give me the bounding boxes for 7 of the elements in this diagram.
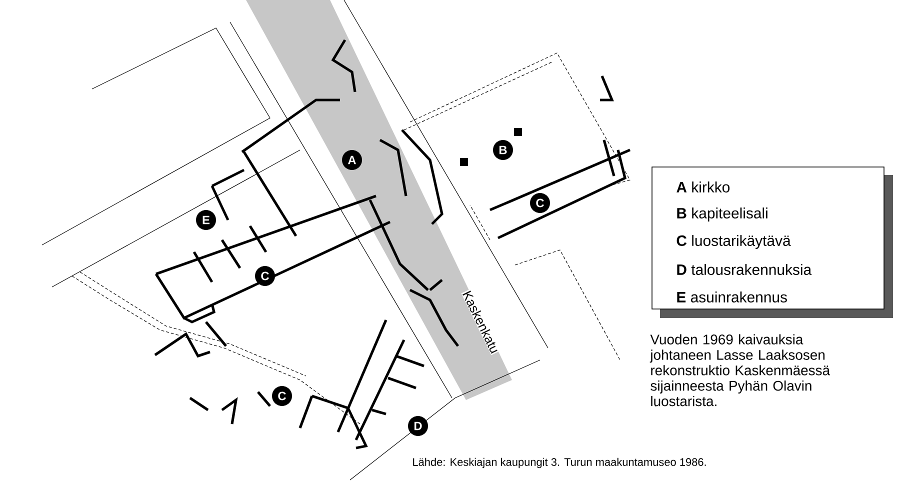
- legend-entry: D talousrakennuksia: [677, 264, 812, 275]
- legend-entry: A kirkko: [676, 182, 730, 192]
- legend-entry: B kapiteelisali: [677, 208, 768, 222]
- caption: Vuoden 1969 kaivauksia johtaneen Lasse Laaksosen rekonstruktio Kaskenmäessä sijainneesta Pyhän Olavin luostarista.: [650, 334, 830, 406]
- source-note: Lähde: Keskiajan kaupungit 3. Turun maakuntamuseo 1986.: [413, 458, 706, 468]
- legend-entry: C luostarikäytävä: [676, 235, 791, 249]
- legend-entry: E asuinrakennus: [677, 292, 787, 302]
